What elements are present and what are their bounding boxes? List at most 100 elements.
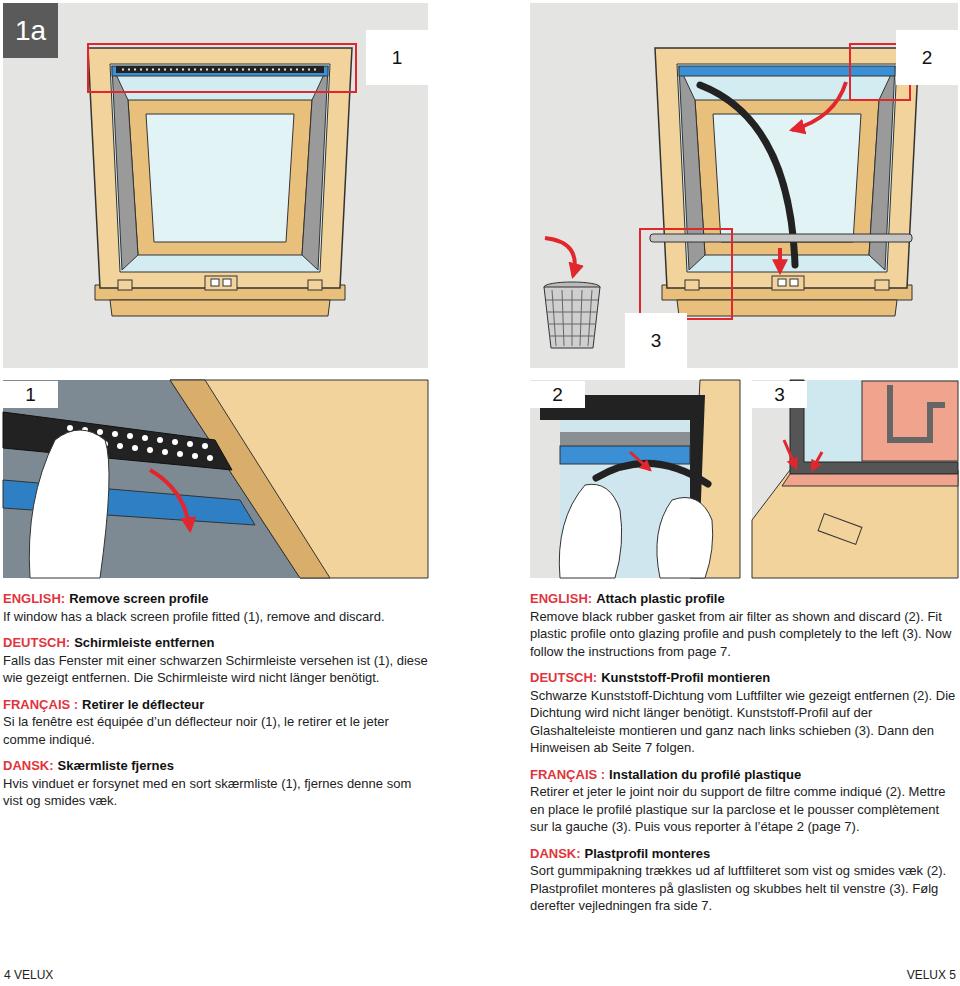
illustration-part	[752, 380, 958, 578]
illustration-part	[207, 455, 213, 461]
callout-number: 1	[392, 47, 403, 69]
callout-number: 2	[922, 47, 933, 69]
illustration-part	[655, 48, 919, 316]
instruction-text: If window has a black screen profile fit…	[3, 608, 431, 626]
illustration-part	[127, 433, 133, 439]
text-column: ENGLISH: Remove screen profile If window h…	[3, 590, 431, 819]
illustration-part	[596, 463, 708, 484]
illustration-part	[112, 431, 118, 437]
language-block: FRANÇAIS : Installation du profilé plasti…	[530, 766, 956, 836]
illustration-part	[792, 82, 846, 130]
language-name: DEUTSCH:	[530, 670, 597, 685]
callout-box: 2	[896, 30, 958, 85]
illustration-part	[162, 449, 168, 455]
language-name: FRANÇAIS :	[530, 767, 605, 782]
instruction-text: Si la fenêtre est équipée d’un déflecteu…	[3, 713, 431, 748]
instruction-text: Hvis vinduet er forsynet med en sort skæ…	[3, 775, 431, 810]
illustration-part	[187, 441, 193, 447]
instruction-text: Retirer et jeter le joint noir du suppor…	[530, 783, 956, 836]
callout-number: 2	[552, 384, 563, 406]
language-heading: FRANÇAIS : Installation du profilé plasti…	[530, 766, 956, 784]
language-block: DANSK: Plastprofil monteresSort gummipakn…	[530, 845, 956, 915]
illustration-part	[97, 429, 103, 435]
illustration-part	[29, 430, 109, 578]
illustration-part	[3, 412, 232, 470]
language-name: ENGLISH:	[3, 591, 65, 606]
illustration-part	[3, 3, 428, 368]
illustration-part	[192, 453, 198, 459]
callout-box: 2	[530, 381, 585, 408]
illustration-part	[3, 380, 428, 578]
language-heading: DEUTSCH: Schirmleiste entfernen	[3, 634, 431, 652]
illustration-part	[170, 380, 330, 578]
illustration-part	[546, 290, 598, 346]
language-name: DANSK:	[530, 846, 581, 861]
page-footer: 4 VELUX	[4, 968, 53, 982]
illustration-part	[172, 439, 178, 445]
illustration-part	[530, 380, 740, 578]
illustration-part	[122, 69, 318, 71]
illustration-part	[67, 425, 73, 431]
illustration-part	[812, 452, 822, 470]
language-heading: DANSK: Plastprofil monteres	[530, 845, 956, 863]
illustration-part	[150, 470, 190, 530]
page-footer: VELUX 5	[907, 968, 956, 982]
illustration-part	[559, 484, 621, 578]
illustration-part	[782, 474, 958, 486]
language-name: ENGLISH:	[530, 591, 592, 606]
callout-box: 1	[366, 30, 428, 85]
callout-box: 1	[3, 381, 58, 408]
illustration-part	[778, 248, 782, 272]
section-badge: 1a	[3, 3, 58, 58]
step-title: Installation du profilé plastique	[609, 767, 801, 782]
step-title: Skærmliste fjernes	[58, 758, 174, 773]
illustration-part	[132, 445, 138, 451]
callout-number: 3	[651, 330, 662, 352]
language-block: DANSK:Skærmliste fjernesHvis vinduet er …	[3, 757, 431, 810]
illustration-part	[790, 380, 958, 474]
illustration-part	[657, 498, 713, 579]
instruction-text: Falls das Fenster mit einer schwarzen Sc…	[3, 652, 431, 687]
illustration-part	[88, 48, 352, 316]
text-column: ENGLISH:Attach plastic profileRemove bla…	[530, 590, 956, 924]
illustration-part	[630, 452, 650, 470]
illustration-part	[157, 437, 163, 443]
illustration-part	[650, 234, 912, 242]
illustration-part	[117, 443, 123, 449]
step-title: Remove screen profile	[69, 591, 208, 606]
illustration-part	[890, 385, 945, 440]
illustration-part	[545, 238, 575, 276]
illustration-part	[202, 443, 208, 449]
illustration-part	[142, 435, 148, 441]
instruction-text: Schwarze Kunststoff-Dichtung vom Luftfil…	[530, 687, 956, 757]
step-title: Plastprofil monteres	[585, 846, 711, 861]
illustration-part	[147, 447, 153, 453]
language-name: DEUTSCH:	[3, 635, 70, 650]
instruction-text: Sort gummipakning trækkes ud af luftfilt…	[530, 862, 956, 915]
language-heading: FRANÇAIS : Retirer le déflecteur	[3, 696, 431, 714]
illustration-part	[800, 380, 958, 470]
language-heading: ENGLISH:Attach plastic profile	[530, 590, 956, 608]
callout-box: 3	[625, 313, 687, 368]
callout-box: 3	[752, 381, 807, 408]
illustration-part	[862, 381, 958, 461]
language-block: DEUTSCH: Schirmleiste entfernenFalls das …	[3, 634, 431, 687]
language-name: FRANÇAIS :	[3, 697, 78, 712]
illustration-part	[116, 66, 324, 73]
language-heading: DEUTSCH: Kunststoff-Profil montieren	[530, 669, 956, 687]
language-heading: ENGLISH: Remove screen profile	[3, 590, 431, 608]
step-title: Retirer le déflecteur	[82, 697, 204, 712]
illustration-part	[818, 514, 862, 545]
language-heading: DANSK:Skærmliste fjernes	[3, 757, 431, 775]
badge-text: 1a	[15, 15, 46, 47]
illustration-part	[560, 432, 690, 446]
step-title: Schirmleiste entfernen	[74, 635, 214, 650]
step-title: Kunststoff-Profil montieren	[601, 670, 770, 685]
instruction-text: Remove black rubber gasket from air filt…	[530, 608, 956, 661]
illustration-part	[530, 3, 958, 368]
illustration-part	[752, 470, 958, 578]
illustration-part	[784, 440, 796, 468]
language-block: FRANÇAIS : Retirer le déflecteurSi la fen…	[3, 696, 431, 749]
